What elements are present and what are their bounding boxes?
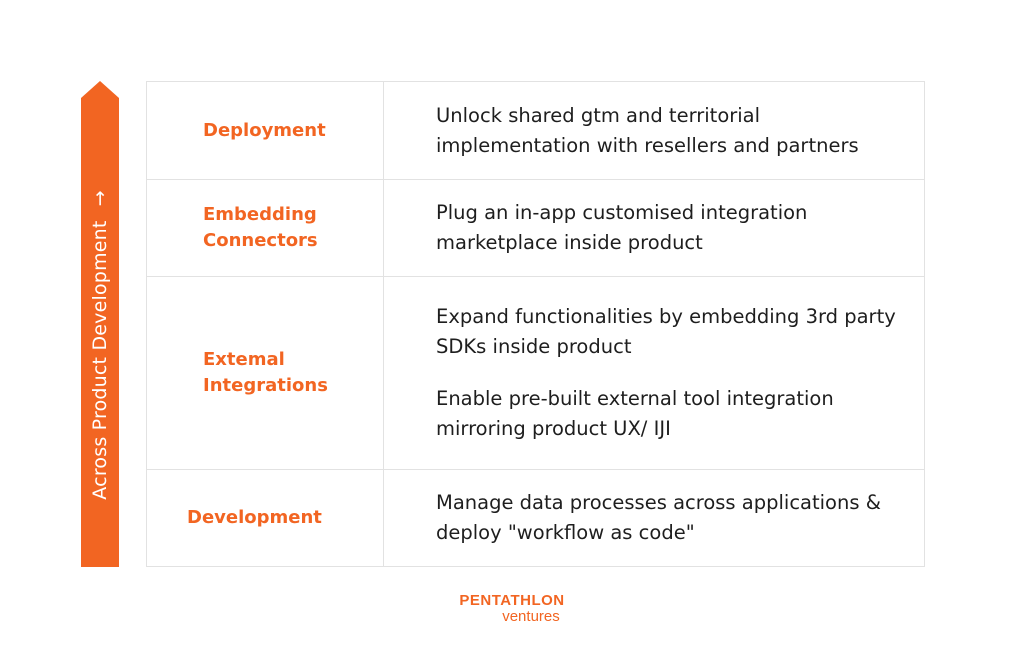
stage-description: Plug an in-app customised integration ma…	[436, 180, 904, 276]
description-text: Unlock shared gtm and territorial implem…	[436, 103, 859, 157]
brand-logo: PENTATHLON ventures	[0, 593, 1024, 625]
arrow-shape	[81, 81, 119, 567]
stage-label: Development	[147, 470, 383, 566]
stage-label-line: Deployment	[203, 119, 326, 141]
column-divider	[383, 277, 384, 469]
direction-arrow	[81, 81, 119, 567]
description-text: Manage data processes across application…	[436, 491, 881, 544]
axis-label: Across Product Development →	[89, 190, 111, 499]
logo-wordmark: PENTATHLON	[459, 592, 565, 609]
table-row: Development Manage data processes across…	[147, 470, 924, 566]
description-text: Expand functionalities by embedding 3rd …	[436, 305, 896, 358]
arrow-right-icon: →	[89, 190, 111, 207]
table-row: Embedding Connectors Plug an in-app cust…	[147, 180, 924, 277]
stage-label-line: Development	[187, 507, 322, 528]
column-divider	[383, 470, 384, 566]
stage-description: Unlock shared gtm and territorial implem…	[436, 82, 904, 179]
column-divider	[383, 82, 384, 179]
stage-label: Extemal Integrations	[147, 277, 383, 469]
stage-description: Manage data processes across application…	[436, 470, 904, 566]
stage-label-line: Extemal	[203, 349, 285, 370]
stage-label: Deployment	[147, 82, 383, 179]
table-row: Deployment Unlock shared gtm and territo…	[147, 82, 924, 180]
logo-subtitle: ventures	[502, 608, 560, 625]
column-divider	[383, 180, 384, 276]
axis-label-text: Across Product Development	[89, 220, 111, 500]
stage-label-line: Connectors	[203, 230, 318, 251]
stage-label: Embedding Connectors	[147, 180, 383, 276]
description-text: Plug an in-app customised integration ma…	[436, 201, 808, 254]
stage-description: Expand functionalities by embedding 3rd …	[436, 277, 904, 469]
description-text: Enable pre-built external tool integrati…	[436, 387, 834, 440]
stage-label-line: Integrations	[203, 375, 328, 396]
stage-label-line: Embedding	[203, 204, 317, 225]
table-row: Extemal Integrations Expand functionalit…	[147, 277, 924, 470]
stages-table: Deployment Unlock shared gtm and territo…	[146, 81, 925, 567]
